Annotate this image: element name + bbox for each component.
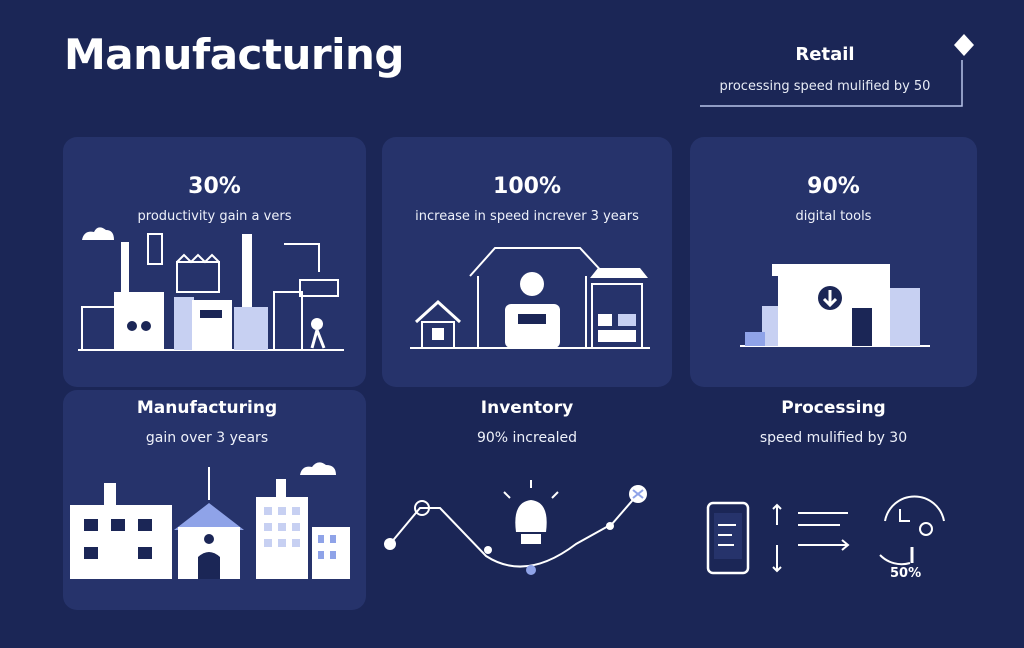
stat-speed: 100% increase in speed increver 3 years	[382, 174, 672, 224]
section-title: Processing	[781, 398, 886, 418]
stat-label: digital tools	[795, 209, 872, 224]
cycle-icon	[706, 495, 945, 575]
stat-productivity: 30% productivity gain a vers	[63, 174, 366, 224]
section-manufacturing: Manufacturing gain over 3 years	[63, 398, 351, 446]
buildings-icon	[70, 462, 350, 579]
smartphone-icon	[706, 501, 750, 575]
stat-label: productivity gain a vers	[137, 209, 292, 224]
lightbulb-icon	[384, 480, 647, 575]
retail-title: Retail	[795, 44, 855, 65]
section-title: Inventory	[480, 398, 574, 418]
section-processing: Processing speed mulified by 30	[690, 398, 977, 446]
stat-label: increase in speed increver 3 years	[415, 209, 639, 224]
section-subtitle: gain over 3 years	[145, 430, 269, 446]
section-subtitle: 90% increaled	[476, 430, 578, 446]
diamond-icon	[954, 34, 974, 56]
page-title: Manufacturing	[64, 30, 405, 79]
warehouse-icon	[410, 247, 650, 349]
stat-value: 100%	[493, 174, 561, 199]
stat-digital-tools: 90% digital tools	[690, 174, 977, 224]
section-subtitle: speed mulified by 30	[759, 430, 908, 446]
retail-subtitle: processing speed mulified by 50	[719, 79, 931, 94]
stat-value: 90%	[807, 174, 860, 199]
retail-connector-line	[700, 60, 963, 107]
download-icon	[740, 264, 930, 347]
cloud-icon	[300, 462, 336, 475]
factory-icon	[78, 227, 344, 351]
section-inventory: Inventory 90% increaled	[382, 398, 672, 446]
retail-callout: Retail processing speed mulified by 50	[700, 44, 950, 94]
section-title: Manufacturing	[136, 398, 278, 418]
stat-value: 30%	[188, 174, 241, 199]
processing-badge: 50%	[890, 566, 922, 581]
